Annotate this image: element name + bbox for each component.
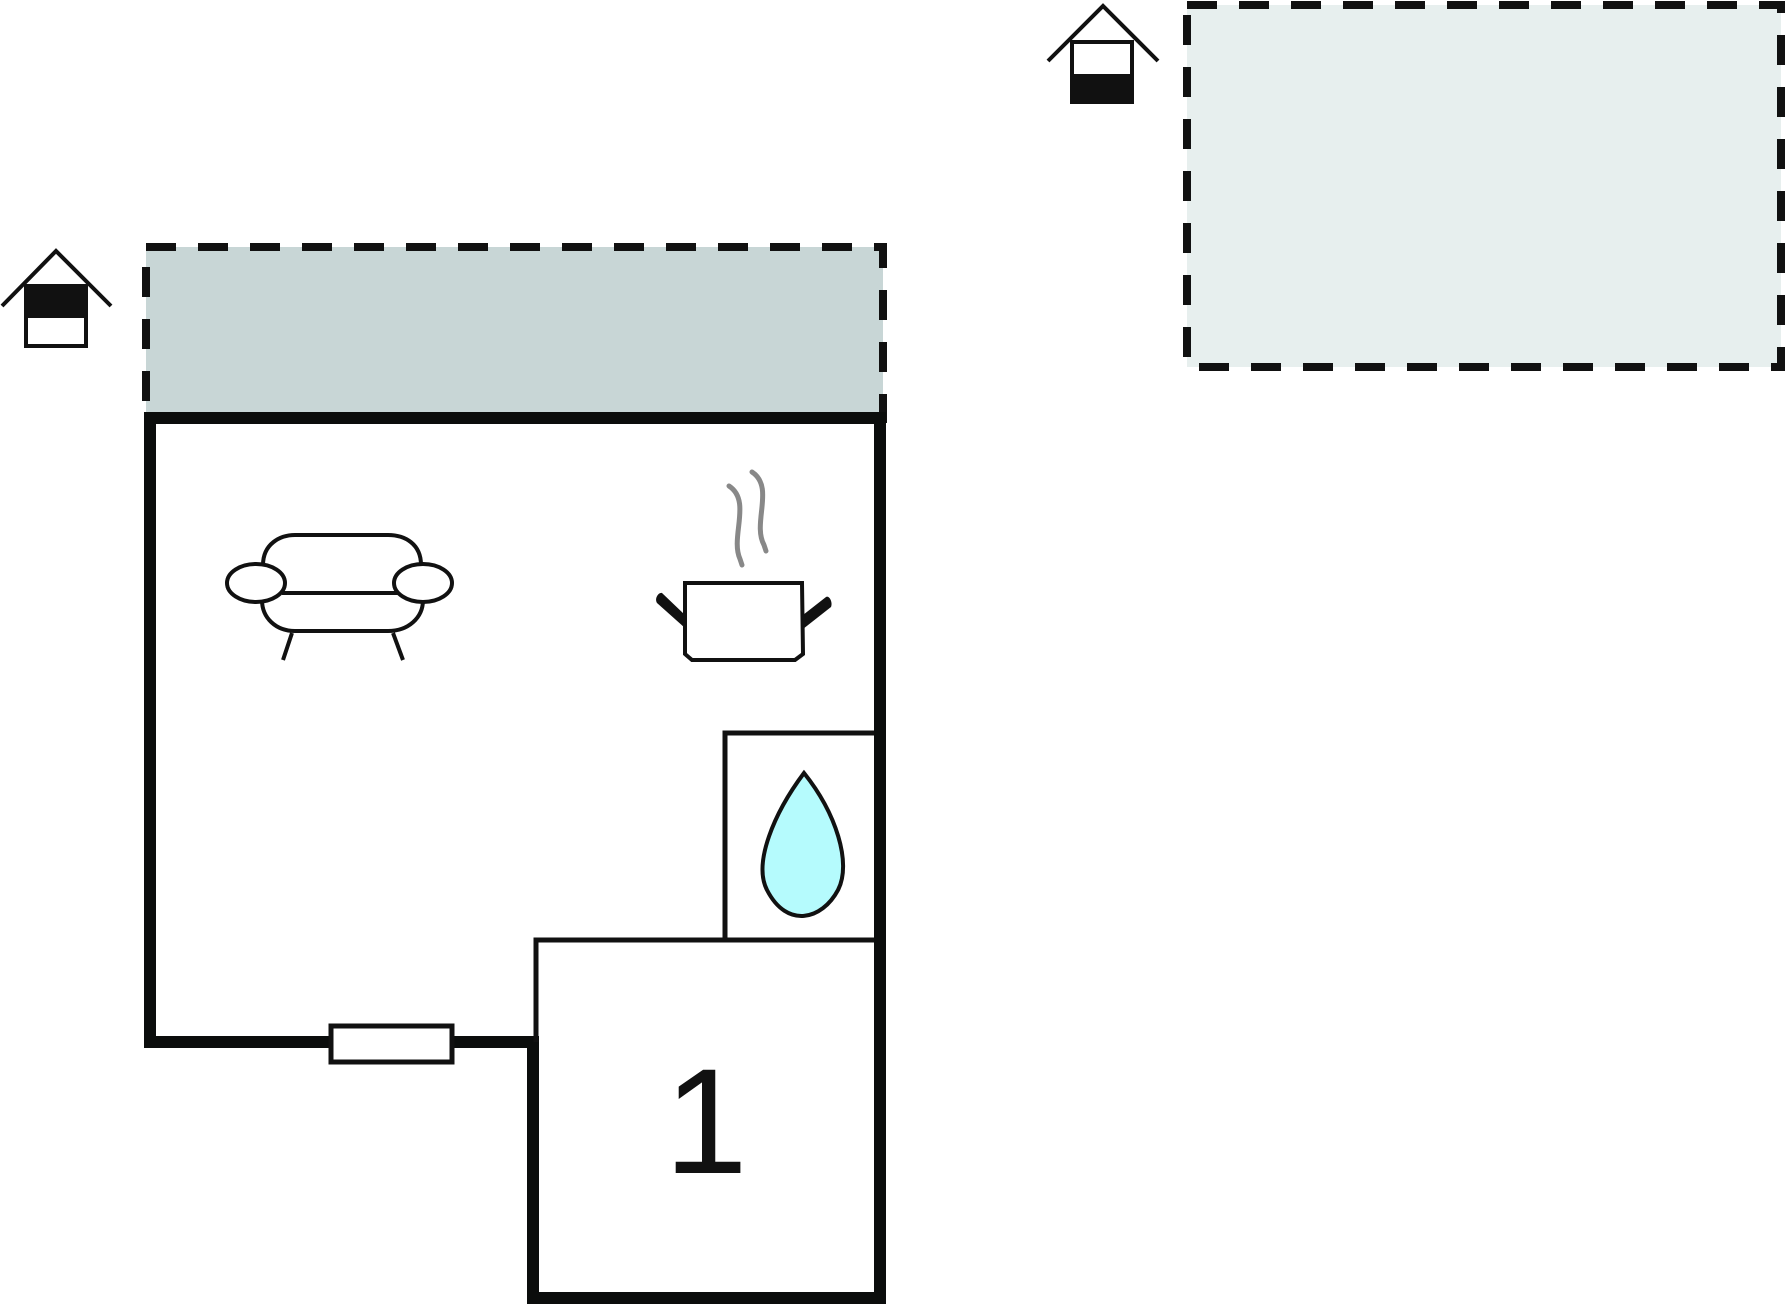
house-floor-upper-icon <box>1046 3 1160 104</box>
house-floor-lower-icon <box>0 248 113 348</box>
sofa-icon <box>225 533 454 661</box>
bedroom-partition <box>533 937 880 1042</box>
window-icon <box>328 1023 455 1065</box>
upper-terrace-area <box>1183 1 1785 371</box>
terrace-area <box>142 243 887 423</box>
cooking-pot-icon <box>656 469 832 662</box>
room-number-label: 1 <box>664 1037 747 1205</box>
outer-wall-overlay <box>527 418 886 1304</box>
water-drop-icon <box>760 769 846 918</box>
